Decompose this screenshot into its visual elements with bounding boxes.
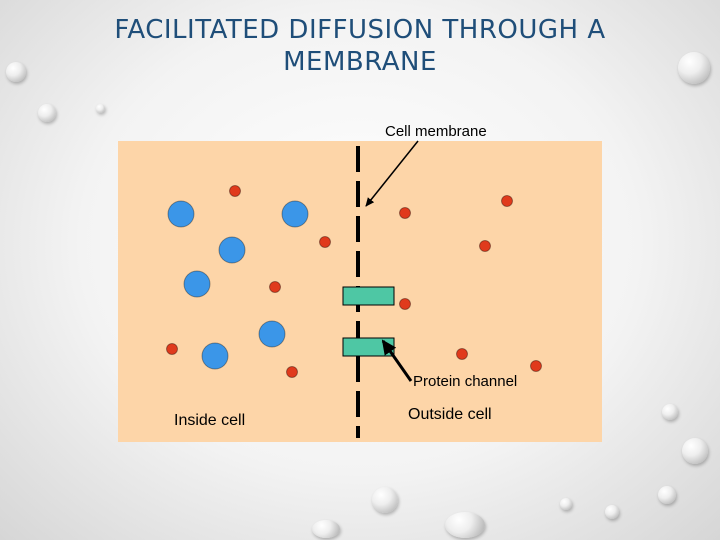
- water-droplet: [605, 505, 619, 519]
- large-molecule: [201, 342, 229, 370]
- large-molecules-group: [167, 200, 309, 370]
- large-molecule: [258, 320, 286, 348]
- water-droplet: [682, 438, 708, 464]
- outside-cell-label: Outside cell: [408, 406, 492, 423]
- water-droplet: [445, 512, 485, 538]
- large-molecule: [183, 270, 211, 298]
- cell-membrane-label: Cell membrane: [385, 123, 487, 140]
- large-molecule: [167, 200, 195, 228]
- water-droplet: [678, 52, 710, 84]
- small-molecule: [479, 240, 491, 252]
- small-molecule: [229, 185, 241, 197]
- water-droplet: [560, 498, 572, 510]
- protein-channel-upper: [342, 286, 395, 306]
- cell-membrane-pointer-arrow: [365, 140, 419, 207]
- small-molecule: [530, 360, 542, 372]
- protein-channel-label: Protein channel: [413, 373, 518, 390]
- small-molecule: [166, 343, 178, 355]
- water-droplet: [6, 62, 26, 82]
- slide-title-line-2: MEMBRANE: [283, 47, 437, 77]
- small-molecule: [286, 366, 298, 378]
- small-molecule: [456, 348, 468, 360]
- water-droplet: [96, 104, 105, 113]
- large-molecule: [218, 236, 246, 264]
- small-molecule: [319, 236, 331, 248]
- small-molecules-group: [166, 185, 542, 378]
- inside-cell-label: Inside cell: [174, 412, 246, 429]
- small-molecule: [269, 281, 281, 293]
- protein-channel-pointer-arrow: [381, 339, 413, 382]
- water-droplet: [38, 104, 56, 122]
- small-molecule: [399, 207, 411, 219]
- small-molecule: [501, 195, 513, 207]
- water-droplet: [312, 520, 340, 538]
- water-droplet: [372, 487, 398, 513]
- slide-title: FACILITATED DIFFUSION THROUGH A MEMBRANE: [40, 14, 680, 78]
- slide-title-line-1: FACILITATED DIFFUSION THROUGH A: [114, 15, 606, 45]
- small-molecule: [399, 298, 411, 310]
- water-droplet: [662, 404, 678, 420]
- large-molecule: [281, 200, 309, 228]
- water-droplet: [658, 486, 676, 504]
